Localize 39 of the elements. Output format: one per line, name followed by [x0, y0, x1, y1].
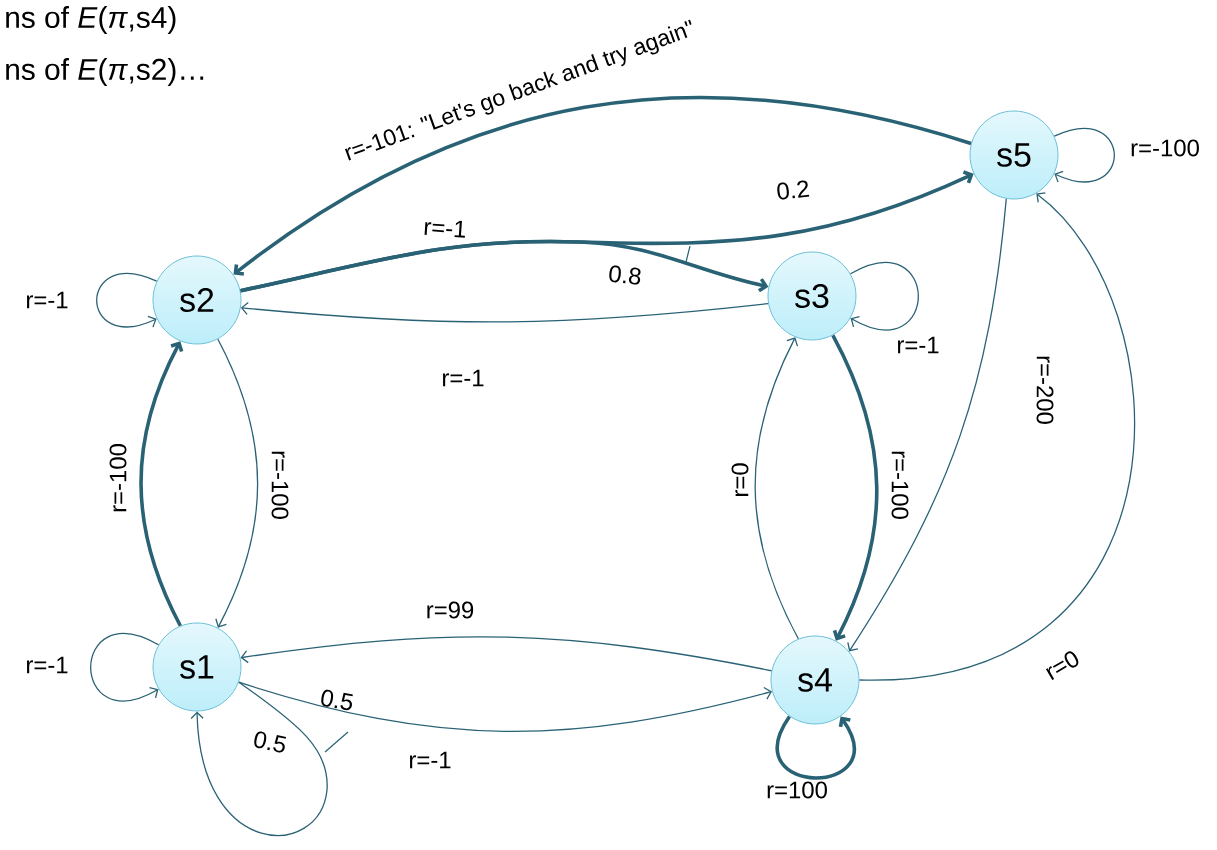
edge-label: r=99 [427, 601, 474, 619]
arrow [96, 273, 158, 328]
edge-label: 0.2 [777, 180, 810, 200]
arrow [1053, 128, 1115, 183]
arrow [139, 341, 184, 627]
arrow [849, 261, 919, 331]
edge-label: r=-100 [109, 444, 127, 512]
arrow [858, 192, 1136, 681]
reward-label: r=-1 [410, 751, 451, 769]
arrow [233, 95, 972, 276]
edge-label: r=-1 [443, 369, 484, 387]
arrow [831, 334, 879, 641]
arrow [240, 636, 773, 672]
edge-label: r=-100 [1131, 139, 1199, 157]
arrow [847, 198, 1007, 652]
edge-label: r=100 [767, 781, 827, 799]
edge-label: r=-1 [27, 656, 68, 674]
arrow [190, 681, 328, 837]
edge-label: r=-100 [271, 451, 289, 519]
edge-label: r=-1 [27, 291, 68, 309]
arrow [215, 338, 259, 628]
arrow [240, 170, 974, 293]
edge-label: 0.8 [609, 265, 641, 285]
edge-label: r=-1 [898, 336, 939, 354]
reward-label: r=-1 [424, 220, 465, 238]
arrow [775, 715, 856, 780]
edge-label: r=-200 [1036, 356, 1054, 424]
edge-label: r=-100 [891, 451, 909, 519]
heading-text: ns of E(π,s2)… [6, 58, 204, 86]
edge-label: 0.5 [254, 731, 287, 753]
arrow [90, 632, 160, 702]
arrow [754, 337, 799, 640]
heading-text: ns of E(π,s4) [6, 6, 176, 34]
edge-label: r=-101: "Let's go back and try again" [344, 19, 692, 161]
edge-label: 0.5 [321, 689, 353, 711]
arrow [240, 301, 769, 323]
edge-label: r=0 [1045, 651, 1079, 681]
arrow [238, 681, 773, 732]
edge-label: r=0 [731, 463, 749, 496]
